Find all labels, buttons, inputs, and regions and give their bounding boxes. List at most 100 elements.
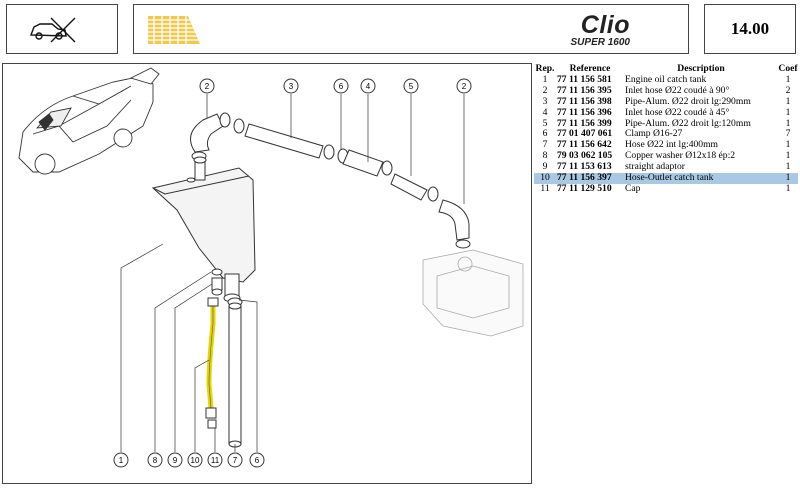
cell-ref: 77 11 129 510 <box>557 182 612 194</box>
cell-coef: 1 <box>785 73 791 85</box>
svg-text:6: 6 <box>339 82 344 91</box>
svg-text:2: 2 <box>205 82 210 91</box>
highlighted-hose-10 <box>205 297 219 429</box>
cell-coef: 1 <box>785 161 791 173</box>
svg-text:3: 3 <box>289 82 294 91</box>
cell-desc: Inlet hose Ø22 coudé à 90° <box>625 84 730 96</box>
cell-coef: 7 <box>785 128 791 140</box>
section-number-box: 14.00 <box>704 4 796 54</box>
cell-desc: Cap <box>625 182 641 194</box>
col-header-coef: Coef <box>778 63 798 74</box>
callout-11: 11 <box>207 452 223 468</box>
callout-10: 10 <box>187 452 203 468</box>
callout-6-bottom: 6 <box>249 452 265 468</box>
table-row[interactable]: 11 77 11 129 510 Cap 1 <box>534 182 798 195</box>
top-hose-assembly <box>190 112 471 249</box>
svg-text:4: 4 <box>366 82 371 91</box>
cell-rep: 9 <box>542 161 548 173</box>
cell-desc: straight adaptor <box>625 161 685 173</box>
callout-2-top-right: 2 <box>456 78 472 94</box>
cell-ref: 77 11 156 396 <box>557 106 612 118</box>
callout-markers: 2 3 6 4 5 2 1 <box>113 78 472 468</box>
cell-desc: Copper washer Ø12x18 ép:2 <box>625 150 736 162</box>
table-row[interactable]: 2 77 11 156 395 Inlet hose Ø22 coudé à 90°… <box>534 84 798 97</box>
cell-coef: 2 <box>785 84 791 96</box>
table-row[interactable]: 5 77 11 156 399 Pipe-Alum. Ø22 droit lg:12… <box>534 117 798 130</box>
vertical-hose-7 <box>228 302 242 448</box>
cell-ref: 77 11 156 399 <box>557 117 612 129</box>
cell-desc: Clamp Ø16-27 <box>625 128 683 140</box>
cell-desc: Pipe-Alum. Ø22 droit lg:120mm <box>625 117 751 129</box>
cell-coef: 1 <box>785 117 791 129</box>
table-row[interactable]: 1 77 11 156 581 Engine oil catch tank 1 <box>534 73 798 86</box>
brand-sub-text: SUPER 1600 <box>570 37 630 48</box>
cell-coef: 1 <box>785 106 791 118</box>
brand-logo-text: Clio <box>580 11 630 39</box>
cell-ref: 79 03 062 105 <box>557 150 613 162</box>
cell-coef: 1 <box>785 139 791 151</box>
callout-9: 9 <box>167 452 183 468</box>
cell-rep: 4 <box>542 106 548 118</box>
parts-table-header: Rep. Reference Description Coef <box>534 63 798 75</box>
table-row[interactable]: 4 77 11 156 396 Inlet hose Ø22 coudé à 45°… <box>534 106 798 119</box>
callout-4: 4 <box>360 78 376 94</box>
col-header-description: Description <box>677 63 725 74</box>
header-icon-box <box>6 4 118 54</box>
table-row[interactable]: 9 77 11 153 613 straight adaptor 1 <box>534 161 798 173</box>
cell-rep: 3 <box>542 95 548 107</box>
cell-ref: 77 11 156 395 <box>557 84 612 96</box>
car-illustration <box>18 67 160 175</box>
cell-ref: 77 01 407 061 <box>557 128 613 140</box>
exploded-diagram: 2 3 6 4 5 2 1 <box>2 63 532 484</box>
cell-desc: Engine oil catch tank <box>625 73 707 85</box>
callout-1: 1 <box>113 452 129 468</box>
svg-text:11: 11 <box>211 456 220 465</box>
section-number: 14.00 <box>730 19 770 38</box>
header-logo-box: Clio SUPER 1600 <box>133 4 689 54</box>
cell-rep: 1 <box>542 73 548 85</box>
svg-text:10: 10 <box>191 456 200 465</box>
cell-coef: 1 <box>785 150 791 162</box>
cell-ref: 77 11 156 397 <box>556 172 624 184</box>
leader-lines <box>120 94 465 452</box>
cell-rep: 7 <box>542 139 548 151</box>
svg-text:8: 8 <box>153 456 158 465</box>
callout-6-top: 6 <box>333 78 349 94</box>
callout-8: 8 <box>147 452 163 468</box>
cell-rep: 11 <box>540 182 550 194</box>
cell-rep: 2 <box>542 84 548 96</box>
diagram-canvas: 2 3 6 4 5 2 1 <box>18 67 524 468</box>
accent-stripes-graphic <box>148 16 200 44</box>
callout-7: 7 <box>227 452 243 468</box>
callout-3: 3 <box>283 78 299 94</box>
cell-ref: 77 11 156 581 <box>557 73 612 85</box>
cell-coef: 1 <box>785 95 791 107</box>
cell-rep: 5 <box>542 117 548 129</box>
callout-2-top-left: 2 <box>199 78 215 94</box>
car-no-crossed-icon <box>30 17 76 43</box>
cell-rep: 10 <box>534 172 556 184</box>
cell-coef: 1 <box>778 172 798 184</box>
engine-block-outline <box>422 249 524 337</box>
table-row[interactable]: 7 77 11 156 642 Hose Ø22 int lg:400mm 1 <box>534 139 798 151</box>
svg-text:5: 5 <box>409 82 414 91</box>
svg-text:7: 7 <box>233 456 238 465</box>
cell-desc: Hose Ø22 int lg:400mm <box>625 139 719 151</box>
col-header-reference: Reference <box>569 63 611 74</box>
cell-ref: 77 11 156 642 <box>557 139 612 151</box>
svg-text:2: 2 <box>462 82 467 91</box>
cell-desc: Pipe-Alum. Ø22 droit lg:290mm <box>625 95 751 107</box>
cell-ref: 77 11 153 613 <box>557 161 612 173</box>
cell-coef: 1 <box>785 182 791 194</box>
svg-text:1: 1 <box>119 456 124 465</box>
svg-text:9: 9 <box>173 456 178 465</box>
cell-desc: Inlet hose Ø22 coudé à 45° <box>625 106 730 118</box>
svg-text:6: 6 <box>255 456 260 465</box>
